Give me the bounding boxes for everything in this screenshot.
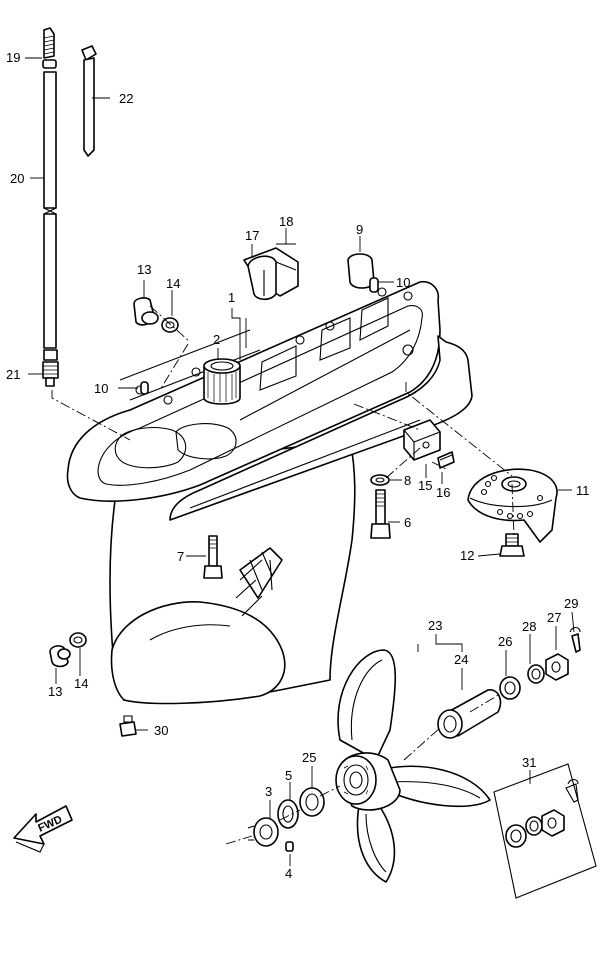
callout-10-upper: 10 — [396, 275, 410, 290]
washer-28 — [527, 664, 545, 684]
dowel-pin-10 — [140, 381, 149, 395]
callout-1: 1 — [228, 290, 235, 305]
callout-27: 27 — [547, 610, 561, 625]
water-tube — [81, 45, 97, 157]
bolt-6 — [370, 489, 391, 539]
callout-13-upper: 13 — [137, 262, 151, 277]
callout-11: 11 — [576, 483, 590, 498]
callout-25: 25 — [302, 750, 316, 765]
callout-3: 3 — [265, 784, 272, 799]
bushing-24 — [437, 689, 502, 739]
stopper-9 — [347, 253, 379, 293]
propeller — [335, 649, 491, 883]
driveshaft-bushing — [203, 358, 241, 405]
callout-20: 20 — [10, 171, 24, 186]
callout-2: 2 — [213, 332, 220, 347]
callout-13-lower: 13 — [48, 684, 62, 699]
callout-21: 21 — [6, 367, 20, 382]
callout-9: 9 — [356, 222, 363, 237]
callout-18: 18 — [279, 214, 293, 229]
callout-10-lower: 10 — [94, 381, 108, 396]
gear-case-housing — [66, 280, 473, 705]
cotter-pin-29 — [569, 626, 581, 653]
washer-5 — [277, 799, 299, 829]
fwd-arrow-icon: FWD — [13, 805, 73, 853]
plug-lower — [49, 632, 87, 668]
callout-26: 26 — [498, 634, 512, 649]
callout-5: 5 — [285, 768, 292, 783]
callout-23: 23 — [428, 618, 442, 633]
callout-19: 19 — [6, 50, 20, 65]
centre-lines — [51, 305, 515, 845]
washer-26 — [499, 676, 521, 700]
washer-8 — [370, 474, 390, 486]
callout-22: 22 — [119, 91, 133, 106]
clip-17-18 — [243, 247, 299, 301]
nut-27 — [545, 653, 569, 681]
leader-lines — [25, 57, 575, 866]
callout-12: 12 — [460, 548, 474, 563]
callout-29: 29 — [564, 596, 578, 611]
callout-4: 4 — [285, 866, 292, 881]
callout-14-upper: 14 — [166, 276, 180, 291]
callout-24: 24 — [454, 652, 468, 667]
callout-8: 8 — [404, 473, 411, 488]
spacer-25 — [299, 787, 325, 817]
fitting-30 — [119, 715, 137, 737]
callout-31: 31 — [522, 755, 536, 770]
key-4 — [285, 841, 294, 852]
callout-16: 16 — [436, 485, 450, 500]
thrust-holder-3 — [247, 817, 279, 847]
callout-labels: 1 2 3 4 5 6 7 8 9 10 10 11 12 13 13 14 1… — [6, 50, 590, 881]
drive-shaft-assembly — [42, 27, 59, 387]
callout-28: 28 — [522, 619, 536, 634]
bolt-7 — [203, 535, 223, 579]
callout-6: 6 — [404, 515, 411, 530]
callout-7: 7 — [177, 549, 184, 564]
callout-30: 30 — [154, 723, 168, 738]
callout-15: 15 — [418, 478, 432, 493]
plug-upper — [133, 297, 179, 333]
anode-15 — [403, 419, 455, 469]
callout-14-lower: 14 — [74, 676, 88, 691]
kit-31 — [493, 763, 597, 899]
callout-17: 17 — [245, 228, 259, 243]
bolt-12 — [499, 533, 525, 557]
